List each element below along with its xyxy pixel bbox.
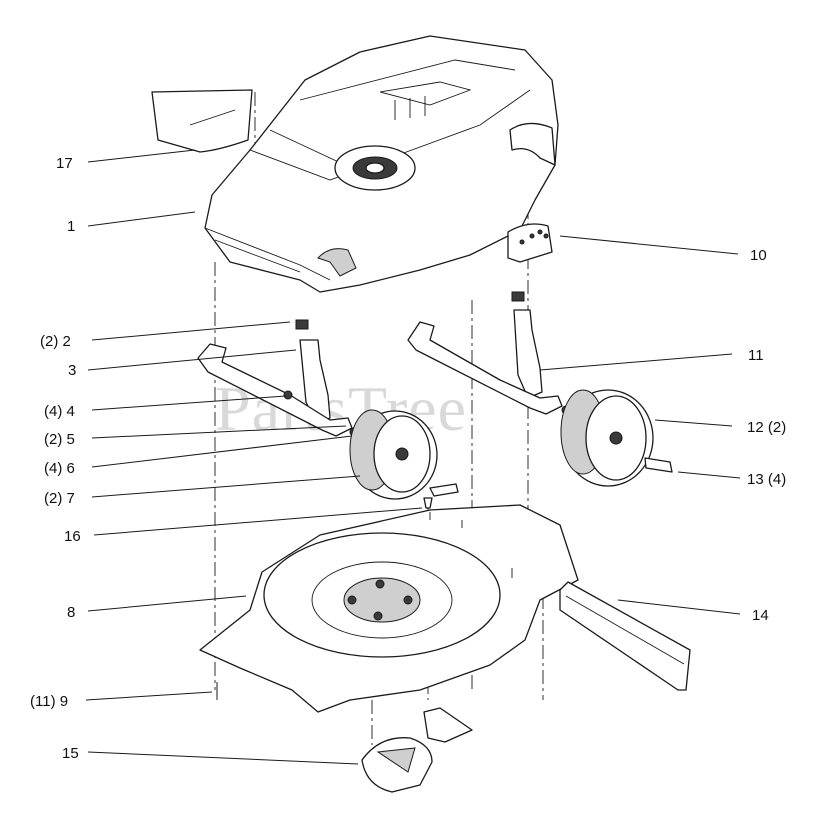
left-wheel-part-6 [349,409,459,500]
callout-8: 8 [67,604,75,621]
callout-17: 17 [56,155,73,172]
mower-body-part-1 [204,35,559,293]
height-plate-part-10 [507,223,553,263]
callout-labels: 17 1 10 (2) 2 3 11 (4) 4 (2) 5 12 (2) (4… [30,155,786,762]
deck-part-8 [199,504,579,713]
callout-12: 12 (2) [747,419,786,436]
callout-1: 1 [67,218,75,235]
callout-9: (11) 9 [30,693,68,710]
callout-7: (2) 7 [44,490,75,507]
clip-part-2 [295,319,309,330]
callout-15: 15 [62,745,79,762]
callout-4: (4) 4 [44,403,75,420]
grass-flap-part-17 [151,89,253,153]
callout-10: 10 [750,247,767,264]
callout-3: 3 [68,362,76,379]
right-wheel-part-12 [560,389,673,487]
callout-2: (2) 2 [40,333,71,350]
leader-lines [85,149,741,765]
wheel-bolt-part-13 [644,457,673,473]
wheel-bolt-part-7 [429,483,459,497]
washer-part-4 [283,390,293,400]
callout-13: 13 (4) [747,471,786,488]
callout-16: 16 [64,528,81,545]
callout-11: 11 [748,347,764,364]
rear-flap-part-14 [559,581,691,691]
callout-6: (4) 6 [44,460,75,477]
callout-14: 14 [752,607,769,624]
screw-part-16 [423,497,433,509]
callout-5: (2) 5 [44,431,75,448]
mulch-plug-part-15 [361,707,473,793]
